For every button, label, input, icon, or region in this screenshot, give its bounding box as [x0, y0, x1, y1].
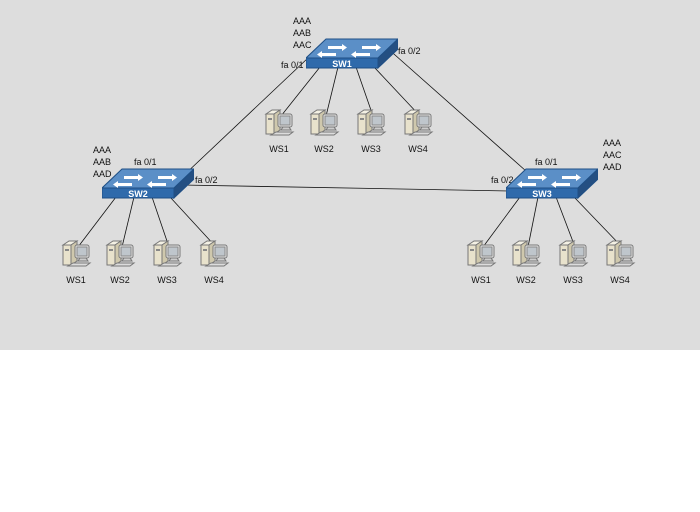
ws-label: WS1 — [269, 144, 289, 154]
ws-label: WS3 — [563, 275, 583, 285]
sw1-name: SW1 — [332, 59, 352, 69]
sw3-vlan-list: AAA AAC AAD — [603, 137, 622, 173]
link-sw2-ws3 — [151, 196, 170, 248]
ws-label: WS3 — [157, 275, 177, 285]
sw2-ws4[interactable]: WS4 — [194, 239, 234, 291]
workstation-icon — [403, 109, 434, 136]
ws-label: WS3 — [361, 144, 381, 154]
sw3-ws1[interactable]: WS1 — [461, 239, 501, 291]
workstation-icon — [558, 240, 589, 267]
sw1-switch[interactable]: SW1 — [306, 37, 398, 71]
workstation-icon — [466, 240, 497, 267]
link-sw1-ws3 — [355, 66, 374, 117]
sw3-vlan-2: AAC — [603, 150, 622, 160]
ws-label: WS1 — [471, 275, 491, 285]
link-sw2-ws4 — [169, 196, 217, 248]
sw3-name: SW3 — [532, 189, 552, 199]
sw2-switch[interactable]: SW2 — [102, 167, 194, 201]
sw3-vlan-1: AAA — [603, 138, 622, 148]
sw3-port-fa02: fa 0/2 — [491, 175, 514, 185]
sw1-vlan-1: AAA — [293, 16, 312, 26]
sw3-port-fa01: fa 0/1 — [535, 157, 558, 167]
switch-icon — [306, 38, 398, 70]
link-layer — [77, 40, 623, 248]
sw1-ws2[interactable]: WS2 — [304, 108, 344, 160]
sw2-vlan-3: AAD — [93, 169, 112, 179]
link-sw3-ws3 — [555, 196, 576, 248]
sw3-switch[interactable]: SW3 — [506, 167, 598, 201]
sw2-ws3[interactable]: WS3 — [147, 239, 187, 291]
ws-label: WS2 — [110, 275, 130, 285]
link-sw1-sw3 — [385, 46, 527, 172]
sw2-vlan-2: AAB — [93, 157, 112, 167]
sw3-vlan-3: AAD — [603, 162, 622, 172]
link-sw3-ws1 — [482, 196, 521, 248]
workstation-icon — [152, 240, 183, 267]
workstation-icon — [356, 109, 387, 136]
sw2-port-fa02: fa 0/2 — [195, 175, 218, 185]
switch-icon — [102, 168, 194, 200]
workstation-icon — [309, 109, 340, 136]
link-sw3-ws2 — [527, 196, 539, 248]
switch-icon — [506, 168, 598, 200]
ws-label: WS4 — [408, 144, 428, 154]
workstation-icon — [105, 240, 136, 267]
ws-label: WS2 — [516, 275, 536, 285]
ws-label: WS1 — [66, 275, 86, 285]
workstation-icon — [511, 240, 542, 267]
link-sw2-sw3 — [181, 184, 511, 192]
sw1-vlan-2: AAB — [293, 28, 312, 38]
sw3-ws3[interactable]: WS3 — [553, 239, 593, 291]
sw2-vlan-1: AAA — [93, 145, 112, 155]
link-sw1-sw2 — [181, 40, 327, 178]
sw1-port-fa01: fa 0/1 — [281, 60, 304, 70]
link-sw1-ws4 — [373, 66, 421, 117]
sw2-name: SW2 — [128, 189, 148, 199]
ws-label: WS4 — [204, 275, 224, 285]
sw3-ws4[interactable]: WS4 — [600, 239, 640, 291]
workstation-icon — [264, 109, 295, 136]
sw1-port-fa02: fa 0/2 — [398, 46, 421, 56]
link-sw1-ws1 — [280, 66, 321, 117]
workstation-icon — [61, 240, 92, 267]
sw3-ws2[interactable]: WS2 — [506, 239, 546, 291]
link-sw2-ws2 — [121, 196, 135, 248]
sw2-ws2[interactable]: WS2 — [100, 239, 140, 291]
sw1-ws1[interactable]: WS1 — [259, 108, 299, 160]
sw1-vlan-3: AAC — [293, 40, 312, 50]
link-sw2-ws1 — [77, 196, 117, 248]
workstation-icon — [199, 240, 230, 267]
network-diagram: AAA AAB AAC fa 0/1 fa 0/2 SW1 AAA AAB AA… — [0, 0, 700, 350]
sw1-vlan-list: AAA AAB AAC — [293, 15, 312, 51]
ws-label: WS2 — [314, 144, 334, 154]
sw2-vlan-list: AAA AAB AAD — [93, 144, 112, 180]
link-sw1-ws2 — [325, 66, 339, 117]
sw2-port-fa01: fa 0/1 — [134, 157, 157, 167]
workstation-icon — [605, 240, 636, 267]
link-sw3-ws4 — [573, 196, 623, 248]
sw2-ws1[interactable]: WS1 — [56, 239, 96, 291]
sw1-ws3[interactable]: WS3 — [351, 108, 391, 160]
ws-label: WS4 — [610, 275, 630, 285]
sw1-ws4[interactable]: WS4 — [398, 108, 438, 160]
